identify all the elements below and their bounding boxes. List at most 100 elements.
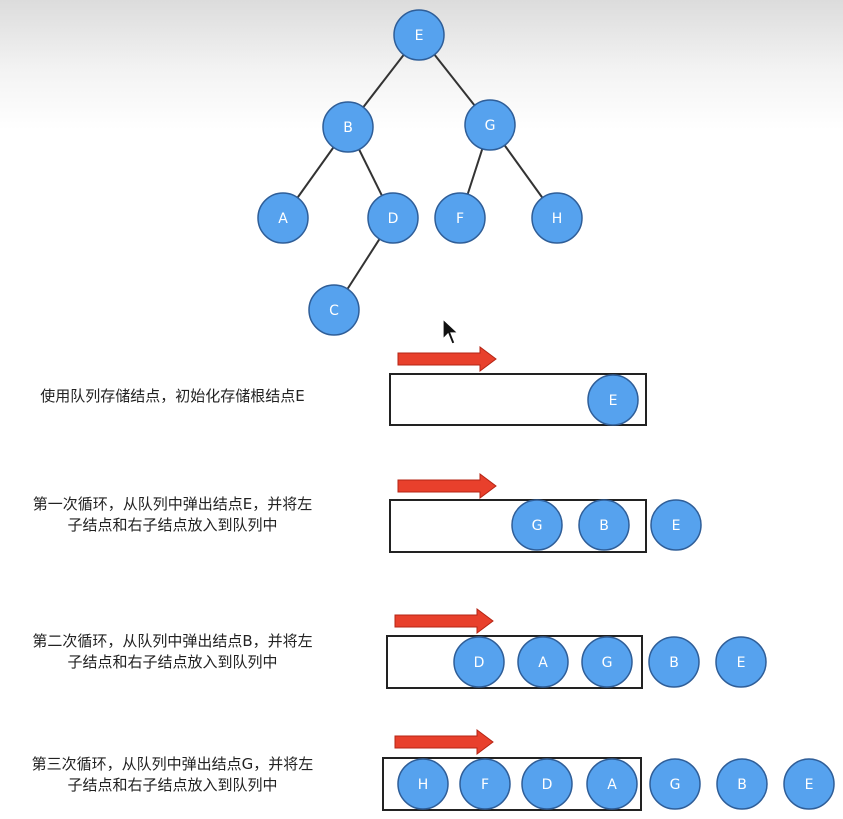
node-label: H <box>552 211 563 227</box>
popped-node: G <box>649 758 701 810</box>
node-label: B <box>599 518 609 534</box>
queue-head-arrow-icon <box>397 473 497 499</box>
node-label: E <box>609 393 618 409</box>
tree-node-e: E <box>393 9 445 61</box>
queue-node: G <box>581 636 633 688</box>
popped-node: E <box>650 499 702 551</box>
node-circle <box>453 636 505 688</box>
node-label: E <box>415 28 424 44</box>
queue-node: F <box>459 758 511 810</box>
node-circle <box>586 758 638 810</box>
node-circle <box>578 499 630 551</box>
node-label: A <box>538 655 548 671</box>
node-circle <box>587 374 639 426</box>
node-circle <box>783 758 835 810</box>
node-label: D <box>474 655 485 671</box>
queue-node: H <box>397 758 449 810</box>
node-label: B <box>343 120 353 136</box>
node-circle <box>434 192 486 244</box>
node-circle <box>650 499 702 551</box>
node-circle <box>322 101 374 153</box>
queue-node: A <box>517 636 569 688</box>
queue-node: G <box>511 499 563 551</box>
popped-node: E <box>715 636 767 688</box>
tree-node-h: H <box>531 192 583 244</box>
queue-head-arrow-icon <box>394 608 494 634</box>
node-label: D <box>542 777 553 793</box>
node-label: B <box>669 655 679 671</box>
tree-edges <box>282 34 558 311</box>
node-label: H <box>418 777 429 793</box>
node-circle <box>464 99 516 151</box>
queue-node: E <box>587 374 639 426</box>
queue-node: D <box>521 758 573 810</box>
node-circle <box>459 758 511 810</box>
queue-node: A <box>586 758 638 810</box>
node-circle <box>257 192 309 244</box>
queue-head-arrow-icon <box>394 729 494 755</box>
tree-node-f: F <box>434 192 486 244</box>
queue-head-arrow-icon <box>397 346 497 372</box>
queue-node: D <box>453 636 505 688</box>
node-circle <box>367 192 419 244</box>
caption-line: 子结点和右子结点放入到队列中 <box>67 516 278 534</box>
caption-line: 子结点和右子结点放入到队列中 <box>67 776 278 794</box>
tree-node-a: A <box>257 192 309 244</box>
node-label: A <box>607 777 617 793</box>
popped-node: B <box>648 636 700 688</box>
step-caption-1: 第一次循环，从队列中弹出结点E，并将左 子结点和右子结点放入到队列中 <box>0 494 345 536</box>
node-circle <box>521 758 573 810</box>
mouse-cursor-icon <box>442 318 460 345</box>
queue-box <box>389 373 647 426</box>
node-circle <box>715 636 767 688</box>
node-label: G <box>532 518 543 534</box>
node-label: G <box>670 777 681 793</box>
node-label: E <box>805 777 814 793</box>
popped-node: B <box>716 758 768 810</box>
queue-step-0: E <box>389 346 647 426</box>
node-label: E <box>737 655 746 671</box>
node-circle <box>393 9 445 61</box>
node-label: G <box>485 118 496 134</box>
node-circle <box>716 758 768 810</box>
step-caption-0: 使用队列存储结点，初始化存储根结点E <box>0 386 345 407</box>
caption-line: 第三次循环，从队列中弹出结点G，并将左 <box>31 755 314 773</box>
node-circle <box>511 499 563 551</box>
binary-tree: E B G A D F H C <box>257 9 583 336</box>
step-caption-3: 第三次循环，从队列中弹出结点G，并将左 子结点和右子结点放入到队列中 <box>0 754 345 796</box>
node-circle <box>397 758 449 810</box>
node-label: C <box>329 303 339 319</box>
caption-line: 第一次循环，从队列中弹出结点E，并将左 <box>32 495 313 513</box>
queue-node: B <box>578 499 630 551</box>
tree-node-b: B <box>322 101 374 153</box>
step-caption-2: 第二次循环，从队列中弹出结点B，并将左 子结点和右子结点放入到队列中 <box>0 631 345 673</box>
node-label: A <box>278 211 288 227</box>
node-label: G <box>602 655 613 671</box>
node-circle <box>649 758 701 810</box>
node-circle <box>648 636 700 688</box>
tree-node-g: G <box>464 99 516 151</box>
node-label: F <box>481 777 489 793</box>
queue-box <box>389 499 647 553</box>
queue-box <box>382 757 642 811</box>
caption-line: 第二次循环，从队列中弹出结点B，并将左 <box>32 632 313 650</box>
caption-line: 子结点和右子结点放入到队列中 <box>67 653 278 671</box>
queue-box <box>386 635 643 689</box>
node-circle <box>308 284 360 336</box>
node-label: F <box>456 211 464 227</box>
tree-node-d: D <box>367 192 419 244</box>
queue-steps: E G B E D A G B E H F D A G B E <box>382 346 835 811</box>
node-label: B <box>737 777 747 793</box>
node-label: D <box>388 211 399 227</box>
node-circle <box>531 192 583 244</box>
tree-node-c: C <box>308 284 360 336</box>
node-circle <box>581 636 633 688</box>
node-label: E <box>672 518 681 534</box>
caption-line: 使用队列存储结点，初始化存储根结点E <box>40 387 305 405</box>
node-circle <box>517 636 569 688</box>
popped-node: E <box>783 758 835 810</box>
